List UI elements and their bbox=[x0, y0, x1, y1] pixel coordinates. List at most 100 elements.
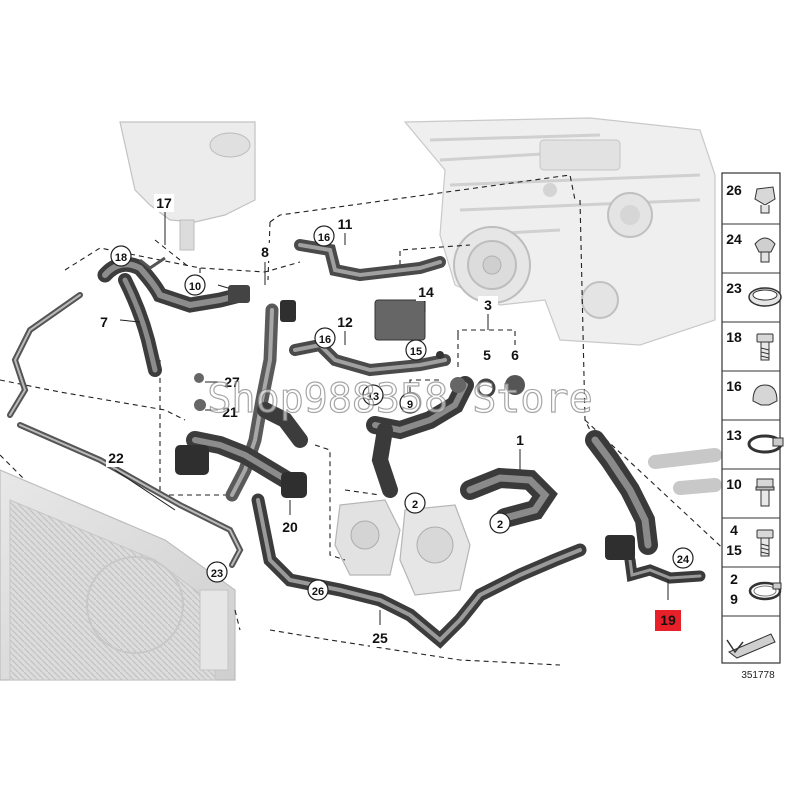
callout-3: 3 bbox=[478, 296, 498, 314]
legend-label: 4 bbox=[730, 522, 738, 538]
callout-14: 14 bbox=[416, 283, 436, 301]
callout-label: 9 bbox=[407, 399, 413, 411]
hose-bracket-clip-icon bbox=[752, 384, 778, 406]
callout-17: 17 bbox=[154, 194, 174, 212]
legend-label: 15 bbox=[726, 542, 742, 558]
hose-clip-icon bbox=[754, 186, 776, 214]
callout-6: 6 bbox=[505, 346, 525, 364]
legend-row: 23 bbox=[722, 272, 782, 307]
callout-19: 19 bbox=[655, 610, 681, 631]
callout-9: 9 bbox=[399, 392, 421, 414]
callout-16: 16 bbox=[314, 327, 336, 349]
spring-band-clamp-icon bbox=[748, 581, 782, 601]
hex-bolt-icon bbox=[756, 529, 774, 557]
callout-22: 22 bbox=[106, 449, 126, 467]
hoses bbox=[7, 239, 722, 649]
callout-5: 5 bbox=[477, 346, 497, 364]
callout-16: 16 bbox=[313, 225, 335, 247]
legend-row bbox=[722, 615, 780, 659]
callout-label: 11 bbox=[338, 216, 353, 232]
legend-label: 2 bbox=[730, 571, 738, 587]
callout-label: 24 bbox=[677, 554, 690, 566]
callout-25: 25 bbox=[370, 629, 390, 647]
callout-26: 26 bbox=[307, 579, 329, 601]
hose-holder-icon bbox=[754, 237, 776, 263]
legend-label: 16 bbox=[726, 378, 742, 394]
worm-gear-clamp-icon bbox=[747, 434, 784, 454]
legend-label: 10 bbox=[726, 476, 742, 492]
hex-bolt-washer-icon bbox=[755, 478, 775, 507]
legend-label: 18 bbox=[726, 329, 742, 345]
legend-label: 13 bbox=[726, 427, 742, 443]
callout-label: 17 bbox=[156, 195, 172, 211]
legend-row: 18 bbox=[722, 321, 780, 361]
callout-13: 13 bbox=[362, 384, 384, 406]
legend-row: 16 bbox=[722, 370, 780, 406]
watermark-text: Shop988358 Store bbox=[207, 376, 592, 422]
legend-row: 415 bbox=[722, 517, 780, 558]
callout-label: 2 bbox=[497, 519, 503, 531]
callout-2: 2 bbox=[489, 512, 511, 534]
hex-bolt-icon bbox=[756, 333, 774, 361]
callout-11: 11 bbox=[335, 215, 355, 233]
callout-label: 10 bbox=[189, 281, 201, 293]
small-parts bbox=[139, 256, 635, 560]
diagram-number: 351778 bbox=[741, 670, 775, 681]
legend-label: 9 bbox=[730, 591, 738, 607]
legend-row: 10 bbox=[722, 468, 780, 507]
legend-row: 26 bbox=[726, 182, 776, 214]
legend-label: 24 bbox=[726, 231, 742, 247]
callout-label: 3 bbox=[484, 297, 492, 313]
callout-label: 19 bbox=[660, 612, 676, 628]
engine-block bbox=[403, 117, 716, 346]
expansion-tank bbox=[119, 121, 256, 251]
callout-label: 25 bbox=[372, 630, 388, 646]
radiator bbox=[0, 469, 236, 681]
callout-label: 20 bbox=[282, 519, 298, 535]
callout-1: 1 bbox=[510, 431, 530, 449]
water-pump bbox=[334, 499, 471, 596]
direction-arrow-icon bbox=[726, 633, 776, 659]
callout-2: 2 bbox=[404, 492, 426, 514]
legend-row: 13 bbox=[722, 419, 784, 454]
legend-label: 26 bbox=[726, 182, 742, 198]
callout-label: 26 bbox=[312, 586, 324, 598]
callout-23: 23 bbox=[206, 561, 228, 583]
callout-label: 27 bbox=[224, 374, 240, 390]
callout-20: 20 bbox=[280, 518, 300, 536]
hose-clamp-band-icon bbox=[748, 287, 782, 307]
assembly-lines bbox=[0, 174, 731, 666]
callout-21: 21 bbox=[220, 403, 240, 421]
callout-label: 23 bbox=[211, 568, 223, 580]
callout-label: 8 bbox=[261, 244, 269, 260]
callout-label: 16 bbox=[318, 232, 330, 244]
callout-12: 12 bbox=[335, 313, 355, 331]
callout-15: 15 bbox=[405, 339, 427, 361]
callout-27: 27 bbox=[222, 373, 242, 391]
callout-label: 14 bbox=[418, 284, 434, 300]
legend-row: 24 bbox=[722, 223, 780, 263]
callout-24: 24 bbox=[672, 547, 694, 569]
callout-label: 21 bbox=[222, 404, 238, 420]
callout-label: 6 bbox=[511, 347, 519, 363]
callout-18: 18 bbox=[110, 245, 132, 267]
callout-label: 18 bbox=[115, 252, 127, 264]
callout-label: 16 bbox=[319, 334, 331, 346]
leader-lines bbox=[114, 210, 669, 625]
callout-8: 8 bbox=[255, 243, 275, 261]
callout-7: 7 bbox=[94, 313, 114, 331]
legend-label: 23 bbox=[726, 280, 742, 296]
callout-label: 15 bbox=[410, 346, 422, 358]
callout-label: 13 bbox=[367, 391, 379, 403]
callout-label: 22 bbox=[108, 450, 124, 466]
callout-label: 2 bbox=[412, 499, 418, 511]
callout-label: 7 bbox=[100, 314, 108, 330]
callout-label: 12 bbox=[337, 314, 353, 330]
callout-label: 1 bbox=[516, 432, 524, 448]
callout-10: 10 bbox=[184, 274, 206, 296]
legend-row: 29 bbox=[722, 566, 782, 607]
callout-label: 5 bbox=[483, 347, 491, 363]
